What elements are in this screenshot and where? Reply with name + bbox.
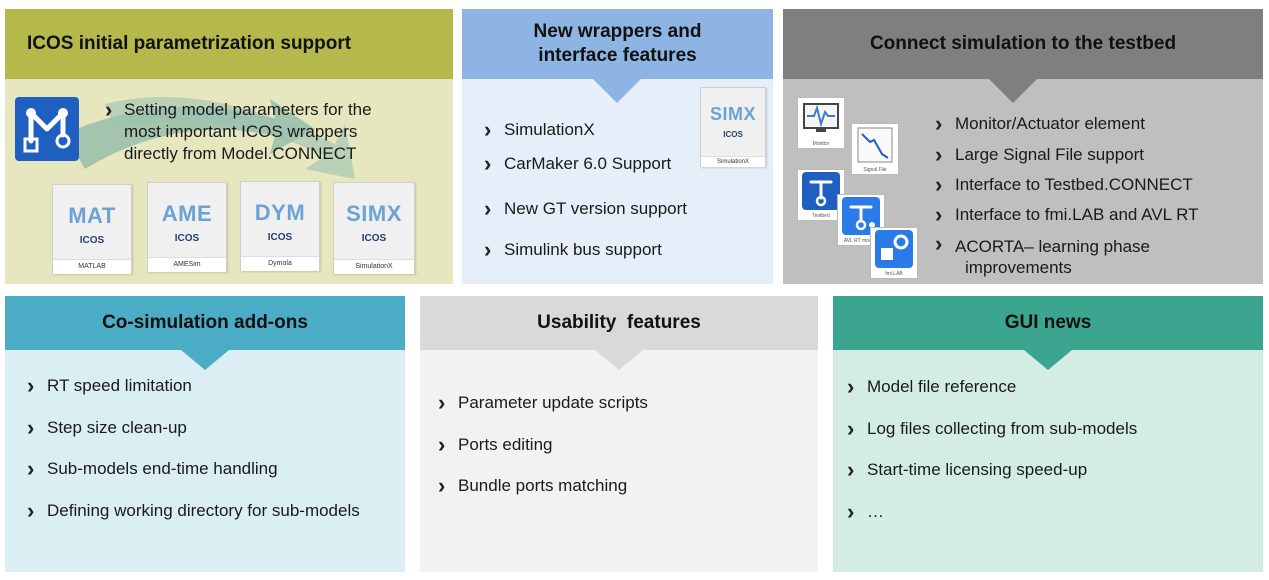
- usability-feature-list: Parameter update scripts Ports editing B…: [436, 390, 648, 499]
- icon-caption: Signal File: [863, 167, 887, 173]
- panel-wrappers-title-line: New wrappers and: [533, 21, 702, 42]
- cosim-feature-list: RT speed limitation Step size clean-up S…: [25, 373, 360, 524]
- list-item: Interface to fmi.LAB and AVL RT: [933, 202, 1198, 236]
- tile-brand: ICOS: [361, 233, 387, 244]
- tile-caption: Dymola: [241, 256, 319, 271]
- tile-label: DYM: [254, 200, 306, 225]
- tile-caption: SimulationX: [334, 259, 414, 274]
- list-item: …: [845, 499, 1137, 525]
- list-item-line: improvements: [965, 258, 1072, 277]
- list-item: RT speed limitation: [25, 373, 360, 418]
- panel-icos-parametrization: ICOS initial parametrization support › S…: [5, 9, 453, 284]
- panel-gui-title: GUI news: [1004, 312, 1092, 333]
- icon-caption: fmi.LAB: [885, 271, 903, 277]
- wrapper-tile-simulationx-small: SIMX ICOS SimulationX: [700, 87, 766, 167]
- list-item: Simulink bus support: [482, 237, 687, 263]
- signal-file-icon: Signal File: [851, 123, 899, 175]
- wrappers-feature-list: SimulationX CarMaker 6.0 Support New GT …: [482, 117, 687, 263]
- tile-brand: ICOS: [79, 235, 105, 246]
- panel-new-wrappers: New wrappers and interface features SIMX…: [462, 9, 773, 284]
- panel-icos-title: ICOS initial parametrization support: [27, 33, 352, 54]
- panel-testbed-title: Connect simulation to the testbed: [869, 33, 1177, 54]
- list-item: New GT version support: [482, 196, 687, 240]
- list-item: Defining working directory for sub-model…: [25, 498, 360, 524]
- model-connect-icon: [15, 97, 79, 161]
- list-item: Log files collecting from sub-models: [845, 416, 1137, 460]
- tile-label: AME: [161, 201, 213, 226]
- panel-cosimulation-addons: Co-simulation add-ons RT speed limitatio…: [5, 296, 405, 572]
- tile-caption: AMESim: [148, 257, 226, 272]
- icon-caption: Testbed: [812, 213, 830, 219]
- panel-wrappers-header: New wrappers and interface features: [462, 9, 773, 79]
- panel-cosim-title: Co-simulation add-ons: [102, 312, 308, 333]
- panel-wrappers-title-line: interface features: [538, 45, 697, 66]
- tile-brand: ICOS: [174, 233, 200, 244]
- panel-cosim-header: Co-simulation add-ons: [5, 296, 405, 350]
- wrapper-tile-amesim: AME ICOS AMESim: [147, 182, 227, 272]
- fmi-lab-icon: fmi.LAB: [870, 227, 918, 279]
- list-item: Large Signal File support: [933, 142, 1198, 175]
- chevron-right-icon: ›: [105, 97, 113, 122]
- list-item: Monitor/Actuator element: [933, 111, 1198, 145]
- list-item: ACORTA– learning phase improvements: [933, 233, 1198, 278]
- panel-usability-features: Usability features Parameter update scri…: [420, 296, 818, 572]
- panel-gui-news: GUI news Model file reference Log files …: [833, 296, 1263, 572]
- panel-testbed-header: Connect simulation to the testbed: [783, 9, 1263, 79]
- list-item: Sub-models end-time handling: [25, 456, 360, 501]
- icos-description-line: directly from Model.CONNECT: [124, 144, 357, 163]
- icos-description-line: Setting model parameters for the: [124, 100, 372, 119]
- panel-usability-title: Usability features: [537, 312, 701, 333]
- header-pointer-triangle: [181, 350, 229, 370]
- testbed-feature-list: Monitor/Actuator element Large Signal Fi…: [933, 111, 1198, 278]
- list-item: CarMaker 6.0 Support: [482, 151, 687, 199]
- icon-caption: Monitor: [812, 141, 830, 147]
- icos-description: Setting model parameters for the most im…: [124, 99, 372, 165]
- panel-icos-header: ICOS initial parametrization support: [5, 9, 453, 79]
- gui-feature-list: Model file reference Log files collectin…: [845, 374, 1137, 525]
- header-pointer-triangle: [595, 350, 643, 370]
- list-item-line: ACORTA– learning phase: [955, 237, 1150, 256]
- list-item: SimulationX: [482, 117, 687, 154]
- list-item: Step size clean-up: [25, 415, 360, 459]
- tile-brand: ICOS: [723, 130, 743, 139]
- icos-description-line: most important ICOS wrappers: [124, 122, 358, 141]
- list-item: Start-time licensing speed-up: [845, 457, 1137, 502]
- tile-label: SIMX: [709, 104, 756, 124]
- panel-connect-testbed: Connect simulation to the testbed Monito…: [783, 9, 1263, 284]
- header-pointer-triangle: [593, 79, 641, 103]
- curved-arrow-shape: [105, 97, 355, 179]
- header-pointer-triangle: [1024, 350, 1072, 370]
- list-item: Bundle ports matching: [436, 473, 648, 499]
- wrapper-tile-simulationx: SIMX ICOS SimulationX: [333, 182, 415, 274]
- panel-gui-header: GUI news: [833, 296, 1263, 350]
- list-item: Parameter update scripts: [436, 390, 648, 435]
- icon-caption: AVL RT models: [843, 238, 879, 244]
- panel-usability-header: Usability features: [420, 296, 818, 350]
- monitor-element-icon: Monitor: [797, 97, 845, 149]
- header-pointer-triangle: [989, 79, 1037, 103]
- tile-label: MAT: [68, 203, 116, 228]
- tile-label: SIMX: [346, 201, 402, 226]
- curved-arrows-graphic: [65, 97, 355, 179]
- list-item: Interface to Testbed.CONNECT: [933, 172, 1198, 205]
- tile-caption: SimulationX: [701, 156, 765, 167]
- list-item: Ports editing: [436, 432, 648, 476]
- wrapper-tile-dymola: DYM ICOS Dymola: [240, 181, 320, 271]
- wrapper-tile-matlab: MAT ICOS MATLAB: [52, 184, 132, 274]
- tile-caption: MATLAB: [53, 259, 131, 274]
- list-item: Model file reference: [845, 374, 1137, 419]
- tile-brand: ICOS: [267, 232, 293, 243]
